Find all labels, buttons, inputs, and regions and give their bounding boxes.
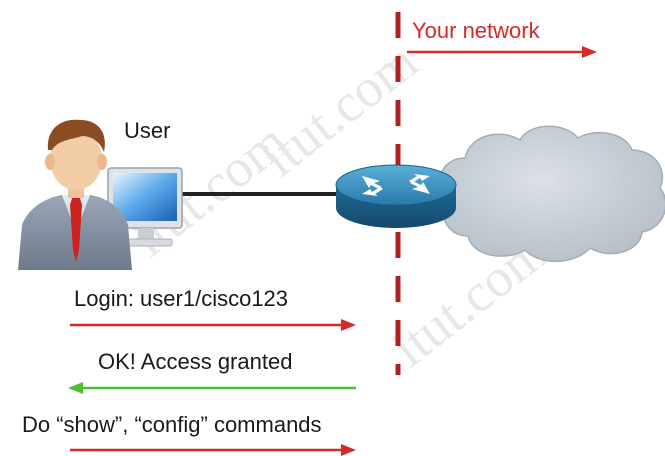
router-icon — [335, 164, 457, 228]
network-arrow — [407, 46, 597, 58]
message-commands: Do “show”, “config” commands — [22, 412, 322, 437]
cloud-icon — [439, 125, 665, 263]
message-arrow-commands — [70, 444, 356, 456]
user-label: User — [124, 118, 171, 143]
computer-monitor-icon — [107, 167, 183, 247]
message-login: Login: user1/cisco123 — [74, 286, 289, 311]
user-person-icon — [18, 119, 132, 270]
message-access-granted: OK! Access granted — [98, 349, 293, 374]
message-arrow-login — [70, 319, 356, 331]
network-label: Your network — [412, 18, 540, 43]
message-arrow-access-granted — [68, 382, 356, 394]
